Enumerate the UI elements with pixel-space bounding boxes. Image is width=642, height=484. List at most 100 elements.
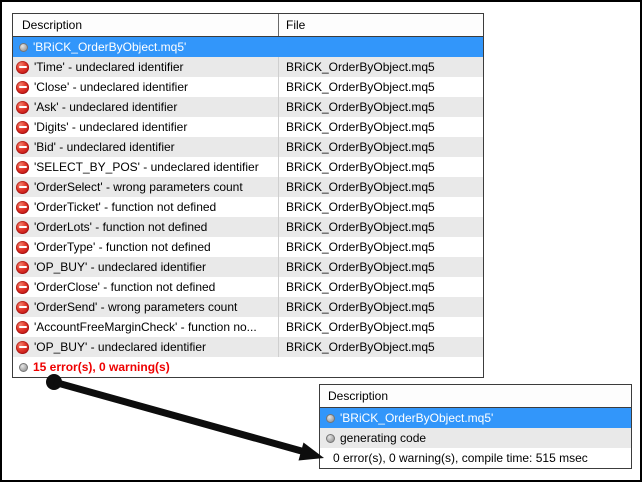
error-row[interactable]: 'Digits' - undeclared identifier BRiCK_O… xyxy=(13,117,483,137)
description-cell: 'OrderType' - function not defined xyxy=(13,237,278,257)
row-description: 'Time' - undeclared identifier xyxy=(34,60,184,74)
inset-row-selected-source-file[interactable]: 'BRiCK_OrderByObject.mq5' xyxy=(320,408,631,428)
column-header-file[interactable]: File xyxy=(278,14,483,36)
description-cell: 'OP_BUY' - undeclared identifier xyxy=(13,257,278,277)
error-row[interactable]: 'Time' - undeclared identifier BRiCK_Ord… xyxy=(13,57,483,77)
error-icon xyxy=(16,300,29,314)
summary-row[interactable]: 15 error(s), 0 warning(s) xyxy=(13,357,483,377)
error-row[interactable]: 'AccountFreeMarginCheck' - function no..… xyxy=(13,317,483,337)
inset-table-header: Description xyxy=(320,385,631,408)
compile-success-panel: Description 'BRiCK_OrderByObject.mq5' ge… xyxy=(319,384,632,469)
description-cell: 'BRiCK_OrderByObject.mq5' xyxy=(320,408,631,428)
error-icon xyxy=(16,60,29,74)
column-header-description[interactable]: Description xyxy=(22,18,83,32)
error-icon xyxy=(16,160,29,174)
error-row[interactable]: 'OrderLots' - function not defined BRiCK… xyxy=(13,217,483,237)
row-description: 'Bid' - undeclared identifier xyxy=(34,140,175,154)
row-description: 'OP_BUY' - undeclared identifier xyxy=(34,340,207,354)
error-count-summary: 15 error(s), 0 warning(s) xyxy=(33,360,170,374)
row-description: 'AccountFreeMarginCheck' - function no..… xyxy=(34,320,257,334)
error-row[interactable]: 'SELECT_BY_POS' - undeclared identifier … xyxy=(13,157,483,177)
error-icon xyxy=(16,220,29,234)
file-cell: BRiCK_OrderByObject.mq5 xyxy=(278,297,483,317)
file-cell: BRiCK_OrderByObject.mq5 xyxy=(278,117,483,137)
error-icon xyxy=(16,240,29,254)
error-icon xyxy=(16,320,29,334)
error-row[interactable]: 'OP_BUY' - undeclared identifier BRiCK_O… xyxy=(13,257,483,277)
row-description: 'OP_BUY' - undeclared identifier xyxy=(34,260,207,274)
info-dot-icon xyxy=(326,413,335,423)
row-description: 'OrderSelect' - wrong parameters count xyxy=(34,180,243,194)
error-row[interactable]: 'Ask' - undeclared identifier BRiCK_Orde… xyxy=(13,97,483,117)
error-icon xyxy=(16,180,29,194)
description-cell: 'OrderTicket' - function not defined xyxy=(13,197,278,217)
file-cell: BRiCK_OrderByObject.mq5 xyxy=(278,177,483,197)
row-description: 'Close' - undeclared identifier xyxy=(34,80,188,94)
file-cell: BRiCK_OrderByObject.mq5 xyxy=(278,237,483,257)
file-cell: BRiCK_OrderByObject.mq5 xyxy=(278,157,483,177)
description-cell: 'Digits' - undeclared identifier xyxy=(13,117,278,137)
error-row[interactable]: 'Bid' - undeclared identifier BRiCK_Orde… xyxy=(13,137,483,157)
info-dot-icon xyxy=(326,433,335,443)
file-cell: BRiCK_OrderByObject.mq5 xyxy=(278,277,483,297)
row-description: 'OrderLots' - function not defined xyxy=(34,220,208,234)
file-cell: BRiCK_OrderByObject.mq5 xyxy=(278,197,483,217)
description-cell: 'Time' - undeclared identifier xyxy=(13,57,278,77)
error-row[interactable]: 'OrderTicket' - function not defined BRi… xyxy=(13,197,483,217)
row-description: 'Ask' - undeclared identifier xyxy=(34,100,178,114)
description-cell: 'OrderSend' - wrong parameters count xyxy=(13,297,278,317)
row-description: 'SELECT_BY_POS' - undeclared identifier xyxy=(34,160,259,174)
error-row[interactable]: 'OrderClose' - function not defined BRiC… xyxy=(13,277,483,297)
file-cell xyxy=(278,357,483,377)
row-description: 'Digits' - undeclared identifier xyxy=(34,120,188,134)
row-description: 'BRiCK_OrderByObject.mq5' xyxy=(340,411,494,425)
file-cell: BRiCK_OrderByObject.mq5 xyxy=(278,97,483,117)
file-cell: BRiCK_OrderByObject.mq5 xyxy=(278,317,483,337)
error-icon xyxy=(16,120,29,134)
inset-row-generating-code[interactable]: generating code xyxy=(320,428,631,448)
error-icon xyxy=(16,260,29,274)
file-cell: BRiCK_OrderByObject.mq5 xyxy=(278,337,483,357)
file-cell: BRiCK_OrderByObject.mq5 xyxy=(278,77,483,97)
description-cell: 'SELECT_BY_POS' - undeclared identifier xyxy=(13,157,278,177)
error-icon xyxy=(16,280,29,294)
main-table-header: Description File xyxy=(13,14,483,37)
error-row[interactable]: 'Close' - undeclared identifier BRiCK_Or… xyxy=(13,77,483,97)
row-description: generating code xyxy=(340,431,427,445)
error-row[interactable]: 'OrderSend' - wrong parameters count BRi… xyxy=(13,297,483,317)
description-cell: generating code xyxy=(320,428,631,448)
inset-row-compile-result[interactable]: 0 error(s), 0 warning(s), compile time: … xyxy=(320,448,631,468)
row-description: 'OrderTicket' - function not defined xyxy=(34,200,217,214)
description-cell: 'OP_BUY' - undeclared identifier xyxy=(13,337,278,357)
file-cell: BRiCK_OrderByObject.mq5 xyxy=(278,217,483,237)
description-cell: 'BRiCK_OrderByObject.mq5' xyxy=(13,37,278,57)
description-cell: 'OrderClose' - function not defined xyxy=(13,277,278,297)
description-cell: 15 error(s), 0 warning(s) xyxy=(13,357,278,377)
row-description: 'OrderClose' - function not defined xyxy=(34,280,216,294)
error-row[interactable]: 'OP_BUY' - undeclared identifier BRiCK_O… xyxy=(13,337,483,357)
row-description: 'BRiCK_OrderByObject.mq5' xyxy=(33,40,187,54)
error-icon xyxy=(16,80,29,94)
description-cell: 'Close' - undeclared identifier xyxy=(13,77,278,97)
description-cell: 'OrderLots' - function not defined xyxy=(13,217,278,237)
file-cell: BRiCK_OrderByObject.mq5 xyxy=(278,137,483,157)
info-dot-icon xyxy=(19,42,28,52)
description-cell: 'AccountFreeMarginCheck' - function no..… xyxy=(13,317,278,337)
table-row-selected-source-file[interactable]: 'BRiCK_OrderByObject.mq5' xyxy=(13,37,483,57)
compile-result-summary: 0 error(s), 0 warning(s), compile time: … xyxy=(333,451,588,465)
error-icon xyxy=(16,200,29,214)
description-cell: 'Ask' - undeclared identifier xyxy=(13,97,278,117)
file-cell xyxy=(278,37,483,57)
row-description: 'OrderType' - function not defined xyxy=(34,240,211,254)
description-cell: 0 error(s), 0 warning(s), compile time: … xyxy=(320,448,631,468)
column-header-description[interactable]: Description xyxy=(328,389,389,403)
error-icon xyxy=(16,340,29,354)
error-icon xyxy=(16,140,29,154)
error-row[interactable]: 'OrderSelect' - wrong parameters count B… xyxy=(13,177,483,197)
description-cell: 'Bid' - undeclared identifier xyxy=(13,137,278,157)
error-row[interactable]: 'OrderType' - function not defined BRiCK… xyxy=(13,237,483,257)
file-cell: BRiCK_OrderByObject.mq5 xyxy=(278,57,483,77)
arrow-shaft xyxy=(53,378,306,456)
description-cell: 'OrderSelect' - wrong parameters count xyxy=(13,177,278,197)
